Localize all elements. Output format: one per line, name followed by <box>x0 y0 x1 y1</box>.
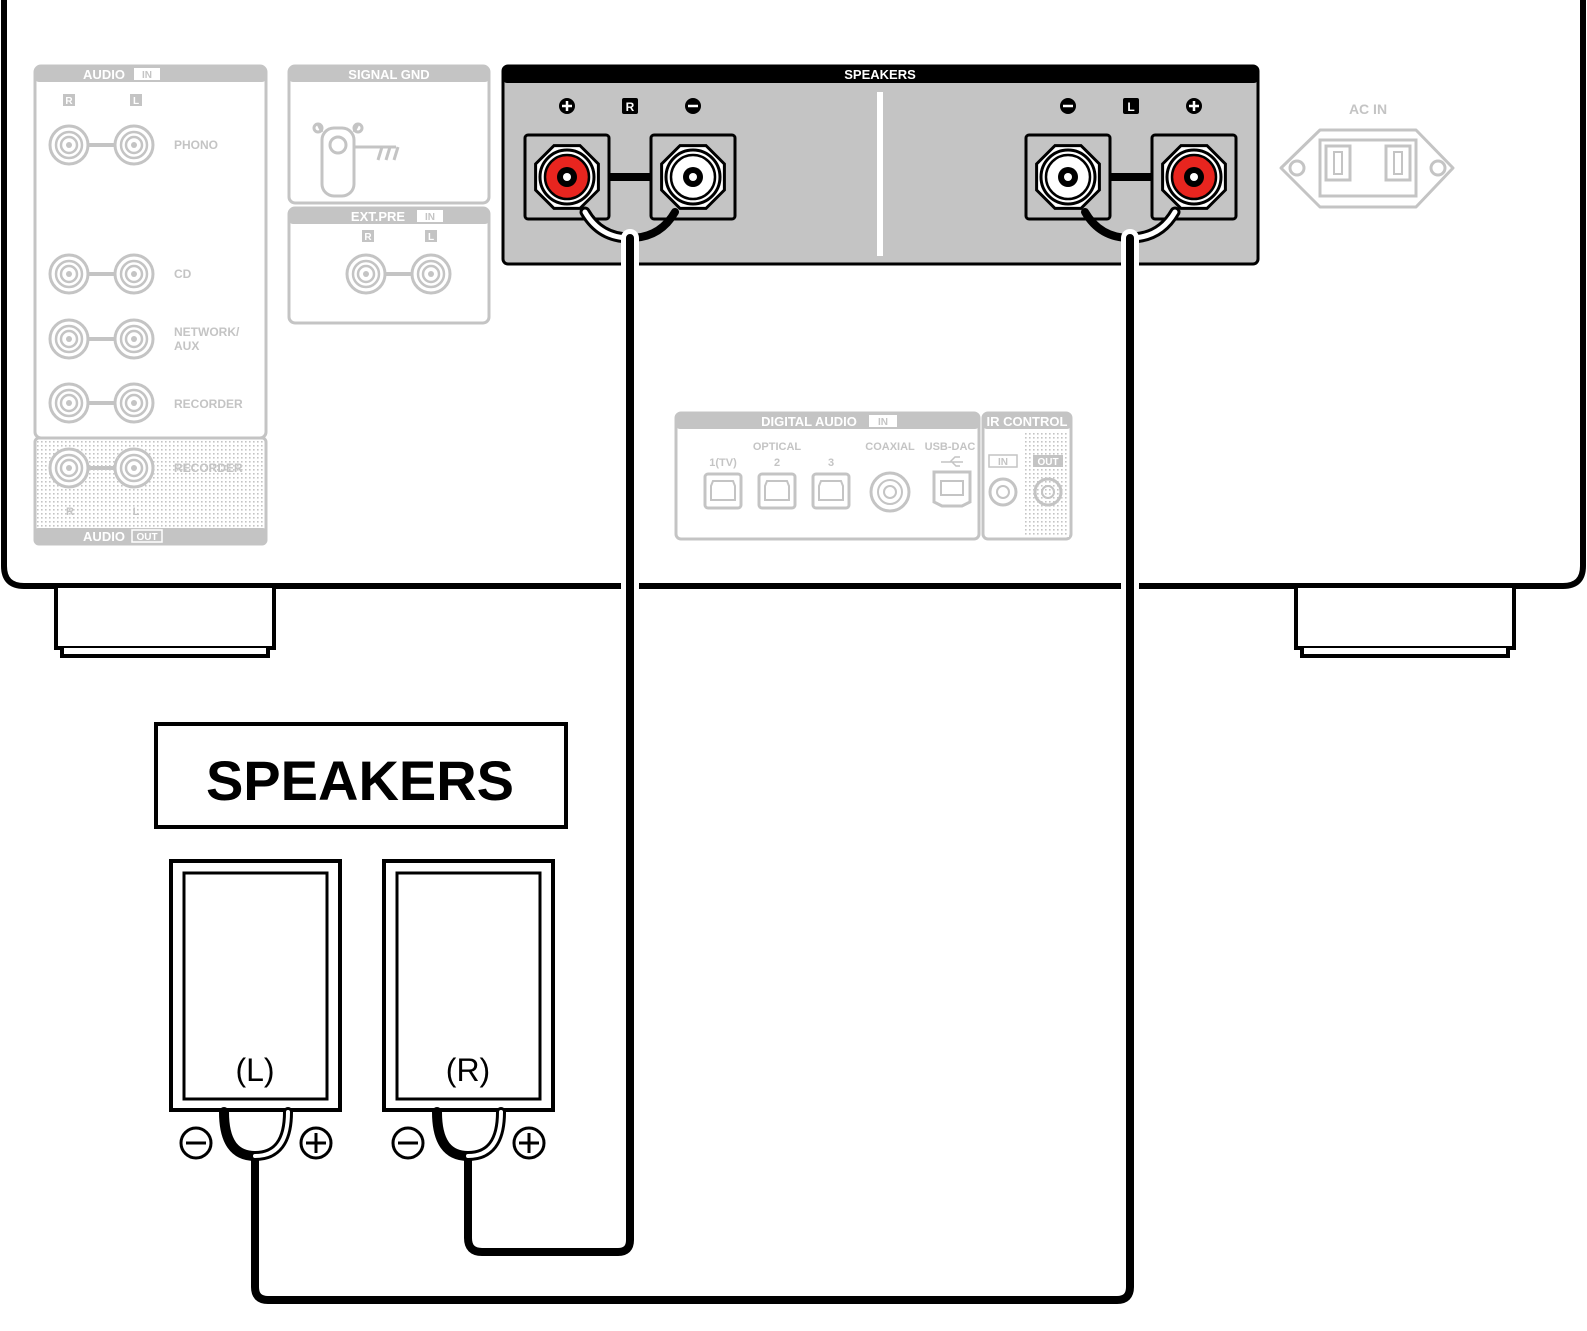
optical-label: OPTICAL <box>753 441 802 453</box>
speaker-right-label: (R) <box>446 1052 490 1088</box>
ir-control-panel: IR CONTROL IN OUT <box>981 411 1073 541</box>
usb-dac-label: USB-DAC <box>925 441 976 453</box>
rca-jack <box>48 447 90 489</box>
foot-right <box>1294 588 1516 658</box>
rca-jack <box>113 318 155 360</box>
signal-gnd-panel: SIGNAL GND <box>287 64 491 205</box>
ac-in-panel: AC IN <box>1279 101 1455 209</box>
binding-post-left-minus <box>1024 133 1112 221</box>
coaxial-label: COAXIAL <box>865 441 915 453</box>
speaker-right-plus-icon <box>512 1126 546 1160</box>
optical-port-1 <box>703 472 743 510</box>
optical-port-2 <box>757 472 797 510</box>
rca-jack <box>48 318 90 360</box>
rca-pair-recorder-in <box>48 382 155 424</box>
ir-in-label: IN <box>998 457 1008 468</box>
rca-jack <box>113 253 155 295</box>
ir-control-header: IR CONTROL <box>987 414 1068 429</box>
rca-jack <box>48 253 90 295</box>
digital-audio-header: DIGITAL AUDIO <box>761 414 857 429</box>
rca-jacks <box>48 124 452 489</box>
ac-in-label: AC IN <box>1349 101 1387 117</box>
speaker-right: (R) <box>382 859 555 1112</box>
speaker-left-label: (L) <box>235 1052 274 1088</box>
audio-in-badge: IN <box>142 70 152 81</box>
speaker-left-minus-wire <box>219 1107 260 1161</box>
binding-posts <box>523 133 1238 221</box>
ground-terminal-icon <box>312 122 400 198</box>
speaker-cables <box>246 206 1181 1309</box>
speaker-terminal-header: SPEAKERS <box>844 67 916 82</box>
rca-jack <box>113 124 155 166</box>
speaker-left-minus-icon <box>179 1126 213 1160</box>
optical-2-label: 2 <box>774 457 780 469</box>
foot-left <box>54 588 276 658</box>
signal-gnd-header: SIGNAL GND <box>348 67 429 82</box>
ir-out-jack <box>1033 477 1063 507</box>
audio-in-header: AUDIO <box>83 67 125 82</box>
plus-icon <box>1186 98 1202 114</box>
speaker-right-minus-icon <box>391 1126 425 1160</box>
optical-port-3 <box>811 472 851 510</box>
rca-pair-phono <box>48 124 155 166</box>
speaker-terminal-l-label: L <box>1127 100 1134 114</box>
minus-icon <box>1060 98 1076 114</box>
input-label-phono: PHONO <box>174 138 218 152</box>
rca-pair-recorder-out <box>48 447 155 489</box>
speakers-title-box: SPEAKERS <box>154 722 568 829</box>
rca-jack <box>345 253 387 295</box>
rca-jack <box>113 447 155 489</box>
binding-post-right-plus <box>523 133 611 221</box>
ir-out-label: OUT <box>1037 457 1058 468</box>
audio-out-recorder-label: RECORDER <box>174 461 243 475</box>
optical-3-label: 3 <box>828 457 834 469</box>
input-label-network: NETWORK/ <box>174 325 240 339</box>
rca-jack <box>48 124 90 166</box>
input-label-cd: CD <box>174 267 192 281</box>
binding-post-left-plus <box>1150 133 1238 221</box>
usb-icon <box>941 456 963 467</box>
speaker-terminal-r-label: R <box>626 100 635 114</box>
plus-icon <box>559 98 575 114</box>
digital-audio-panel: DIGITAL AUDIO IN OPTICAL 1(TV) 2 3 COAXI… <box>674 411 981 541</box>
audio-in-r-label: R <box>65 96 73 107</box>
input-label-recorder: RECORDER <box>174 397 243 411</box>
audio-out-r-label: R <box>66 506 74 518</box>
rca-pair-cd <box>48 253 155 295</box>
coaxial-jack <box>869 471 911 513</box>
ext-pre-panel: EXT.PRE IN R L <box>287 206 491 325</box>
audio-in-panel: AUDIO IN R L PHONO CD NETWORK/ AUX RECOR… <box>33 64 268 440</box>
usb-port <box>932 470 972 508</box>
ir-in-jack <box>988 477 1018 507</box>
audio-out-l-label: L <box>133 506 140 518</box>
speaker-left-plus-icon <box>299 1126 333 1160</box>
rca-jack <box>48 382 90 424</box>
speaker-right-minus-wire <box>432 1107 473 1161</box>
speaker-left: (L) <box>169 859 342 1112</box>
rca-jack <box>113 382 155 424</box>
digital-audio-badge: IN <box>878 417 888 428</box>
ext-pre-l-label: L <box>428 232 434 243</box>
audio-out-header: AUDIO <box>83 529 125 544</box>
rca-jack <box>410 253 452 295</box>
ext-pre-badge: IN <box>425 212 435 223</box>
rca-pair-network-aux <box>48 318 155 360</box>
speakers-title: SPEAKERS <box>206 749 514 812</box>
input-label-aux: AUX <box>174 339 199 353</box>
audio-out-badge: OUT <box>136 532 157 543</box>
optical-1-label: 1(TV) <box>709 457 737 469</box>
audio-in-l-label: L <box>133 96 139 107</box>
rca-pair-ext-pre <box>345 253 452 295</box>
audio-out-panel: AUDIO OUT RECORDER R L <box>33 436 268 546</box>
ext-pre-header: EXT.PRE <box>351 209 406 224</box>
minus-icon <box>685 98 701 114</box>
binding-post-right-minus <box>649 133 737 221</box>
ext-pre-r-label: R <box>364 232 372 243</box>
